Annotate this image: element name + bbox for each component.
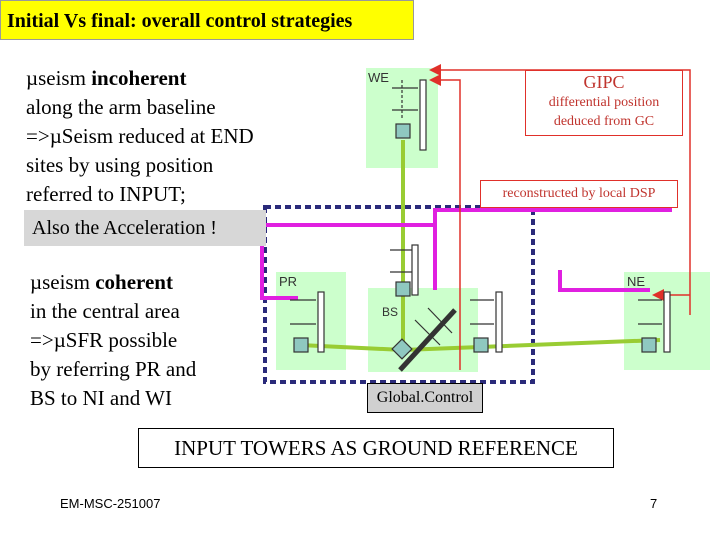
gipc-sub2: deduced from GC	[553, 114, 655, 129]
input-tower-icon	[470, 291, 503, 353]
control-path-we	[433, 208, 672, 225]
page-number: 7	[650, 496, 658, 511]
we-tower-icon	[392, 79, 427, 151]
input-towers-banner: INPUT TOWERS AS GROUND REFERENCE	[138, 428, 614, 468]
bs-label: BS	[382, 305, 398, 319]
we-label: WE	[368, 70, 389, 85]
control-path-ne	[558, 270, 650, 292]
gipc-box: GIPC differential position deduced from …	[525, 70, 683, 136]
beam-ne-arm	[402, 338, 661, 352]
footer-code: EM-MSC-251007	[60, 496, 161, 511]
slide-title: Initial Vs final: overall control strate…	[0, 0, 414, 40]
bs-tower-icon	[391, 307, 457, 372]
global-control-box: Global.Control	[367, 383, 483, 413]
control-path-pr	[260, 223, 360, 300]
central-area-frame	[263, 205, 535, 384]
beam-input	[299, 343, 404, 352]
dsp-box: reconstructed by local DSP	[480, 180, 678, 208]
also-acceleration-note: Also the Acceleration !	[24, 210, 266, 246]
gipc-sub1: differential position	[548, 95, 660, 110]
bs-tower-area	[368, 288, 478, 372]
ne-label: NE	[627, 274, 645, 289]
pr-label: PR	[279, 274, 297, 289]
gipc-title: GIPC	[583, 72, 625, 92]
control-path-center	[360, 223, 437, 290]
central-tower-icon	[390, 244, 419, 297]
gipc-line-we	[429, 64, 691, 315]
coherent-paragraph: µseism coherent in the central area =>µS…	[30, 270, 197, 410]
pr-tower-area	[276, 272, 346, 370]
incoherent-paragraph: µseism incoherent along the arm baseline…	[26, 66, 254, 206]
gipc-line-center	[429, 74, 461, 370]
ne-tower-icon	[638, 291, 671, 353]
pr-tower-icon	[290, 291, 325, 353]
